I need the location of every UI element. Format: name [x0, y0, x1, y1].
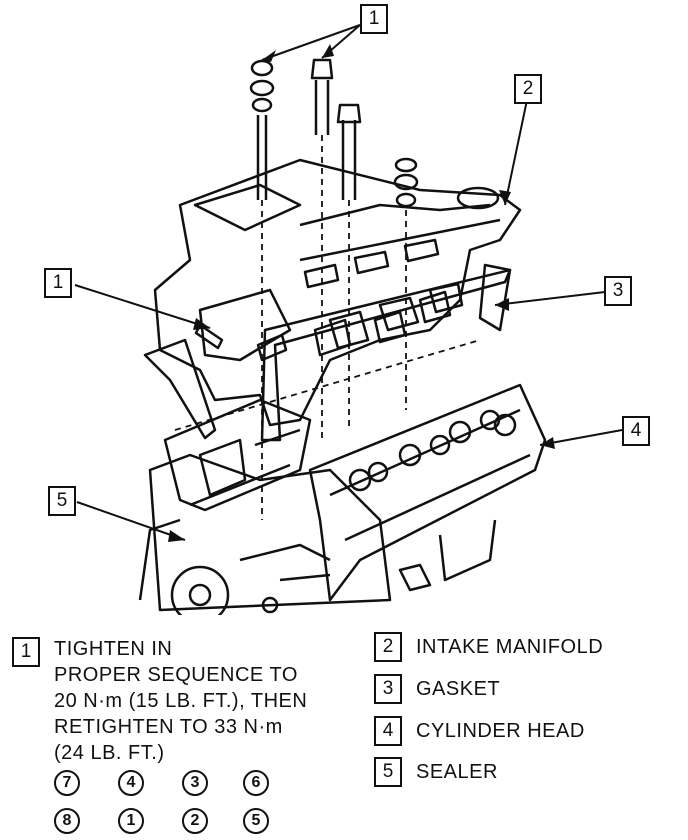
callout-4: 4 — [622, 416, 650, 446]
sequence-number: 1 — [118, 808, 144, 834]
legend-1-line: 20 N·m (15 LB. FT.), THEN — [54, 690, 308, 712]
callout-1-top: 1 — [360, 4, 388, 34]
sequence-number: 5 — [243, 808, 269, 834]
legend-5-number: 5 — [374, 757, 402, 787]
arrowheads — [168, 44, 555, 542]
sequence-number: 8 — [54, 808, 80, 834]
sequence-number: 7 — [54, 770, 80, 796]
callout-3: 3 — [604, 276, 632, 306]
callout-1-left: 1 — [44, 268, 72, 298]
callout-2: 2 — [514, 74, 542, 104]
sequence-number: 3 — [182, 770, 208, 796]
legend-3-text: GASKET — [416, 678, 501, 700]
legend-4-number: 4 — [374, 716, 402, 746]
legend-1-text: TIGHTEN IN PROPER SEQUENCE TO 20 N·m (15… — [54, 636, 307, 766]
sequence-number: 6 — [243, 770, 269, 796]
intake-manifold — [153, 158, 522, 427]
legend-5-text: SEALER — [416, 761, 498, 783]
legend-2-text: INTAKE MANIFOLD — [416, 636, 604, 658]
gasket — [143, 263, 512, 442]
alignment-lines — [174, 135, 481, 520]
legend-1-number: 1 — [12, 637, 40, 667]
legend-3-number: 3 — [374, 674, 402, 704]
legend-1-line: RETIGHTEN TO 33 N·m — [54, 716, 283, 738]
legend-1-line: TIGHTEN IN — [54, 638, 173, 660]
cylinder-head — [308, 383, 547, 602]
bolts — [194, 58, 419, 362]
legend-1-line: (24 LB. FT.) — [54, 742, 165, 764]
callout-5: 5 — [48, 486, 76, 516]
legend-2-number: 2 — [374, 632, 402, 662]
legend-4-text: CYLINDER HEAD — [416, 720, 585, 742]
sequence-number: 4 — [118, 770, 144, 796]
engine-exploded-view — [74, 24, 623, 615]
legend-1-line: PROPER SEQUENCE TO — [54, 664, 298, 686]
sequence-number: 2 — [182, 808, 208, 834]
